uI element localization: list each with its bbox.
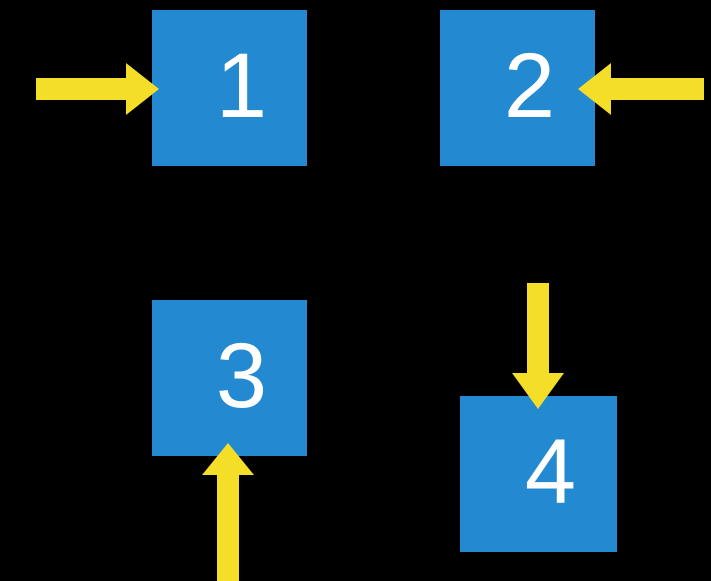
- arrow-down-icon: [512, 283, 564, 409]
- diagram-node-3[interactable]: 3: [152, 300, 307, 456]
- arrow-left-icon: [578, 63, 704, 115]
- diagram-node-2[interactable]: 2: [440, 10, 595, 166]
- diagram-node-4-label: 4: [524, 421, 577, 523]
- diagram-node-1[interactable]: 1: [152, 10, 307, 166]
- diagram-node-3-label: 3: [215, 325, 268, 427]
- diagram-node-4[interactable]: 4: [460, 396, 617, 552]
- arrow-right-icon: [36, 63, 159, 115]
- diagram-node-2-label: 2: [503, 35, 556, 137]
- arrow-up-icon: [202, 443, 254, 581]
- diagram-node-1-label: 1: [215, 35, 268, 137]
